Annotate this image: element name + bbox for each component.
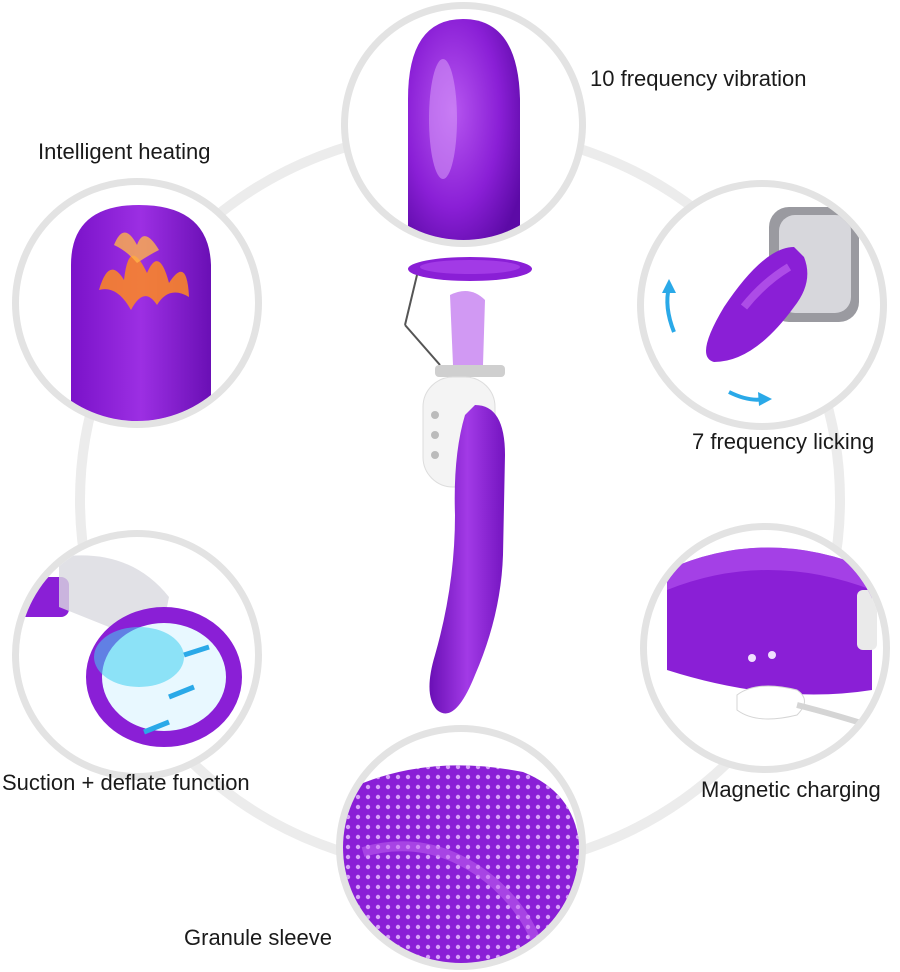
suction-bubble [12, 530, 262, 780]
label-vibration: 10 frequency vibration [590, 66, 807, 91]
vibration-head-bubble [341, 2, 586, 247]
licking-bubble [637, 180, 887, 430]
charger-icon [736, 685, 805, 720]
label-charging: Magnetic charging [701, 777, 881, 802]
product-image [404, 257, 532, 714]
sleeve-bubble [336, 725, 586, 970]
flame-icon [99, 255, 189, 310]
label-sleeve: Granule sleeve [184, 925, 332, 950]
charging-bubble [640, 523, 890, 773]
label-licking: 7 frequency licking [692, 429, 875, 454]
heating-bubble [12, 178, 262, 428]
arrow-up-icon [665, 286, 676, 333]
label-heating: Intelligent heating [38, 139, 211, 164]
label-suction: Suction + deflate function [2, 770, 250, 795]
arrow-in-icon [183, 644, 210, 658]
